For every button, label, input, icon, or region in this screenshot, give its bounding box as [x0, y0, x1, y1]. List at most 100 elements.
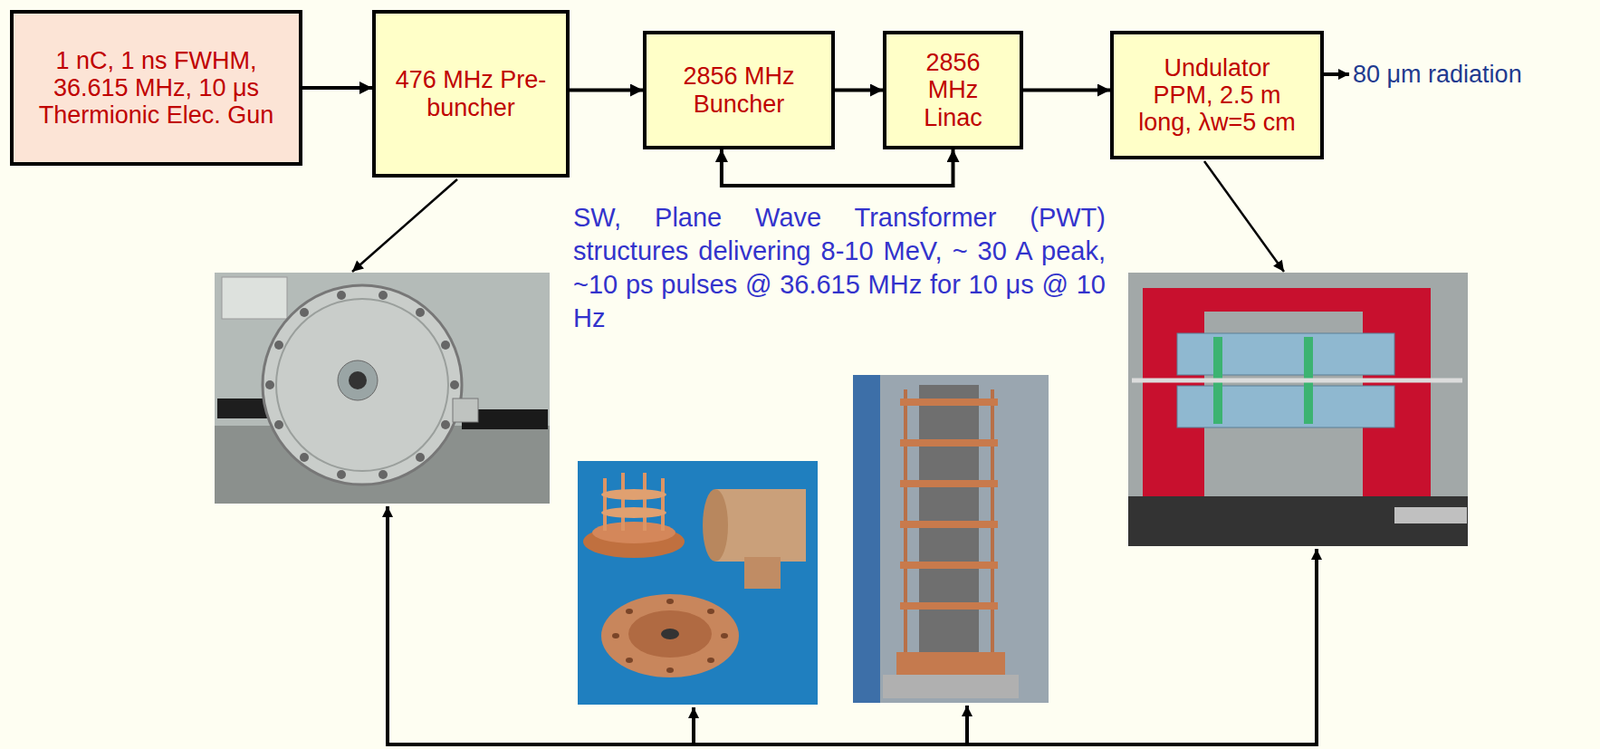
undulator-photo	[1142, 287, 1431, 312]
text-wrap: 2856 MHz Buncher	[653, 62, 824, 117]
undulator-photo	[1394, 507, 1467, 524]
pwt-parts-photo	[603, 478, 607, 531]
feed-bus	[1314, 548, 1319, 745]
box-label: 2856 MHz Linac	[902, 48, 1004, 132]
connector-arrow	[721, 149, 954, 186]
pwt-parts-photo	[601, 594, 739, 678]
buncher-box: 2856 MHz Buncher	[642, 30, 835, 150]
pwt-stack-photo	[896, 651, 1006, 675]
prebuncher-photo	[221, 277, 288, 319]
box-label: 476 MHz Pre-buncher	[383, 66, 559, 121]
box-label: 2856 MHz Buncher	[653, 62, 824, 117]
pwt-stack-photo	[900, 398, 998, 610]
pwt-parts-photo	[612, 598, 729, 673]
pwt-parts-photo	[707, 657, 715, 663]
undulator-photo	[1177, 333, 1395, 375]
undulator-photo	[1131, 378, 1463, 384]
pwt-parts-photo	[707, 608, 715, 614]
pwt-parts-photo	[577, 460, 818, 705]
description-text: SW, Plane Wave Transformer (PWT) structu…	[573, 201, 1106, 336]
connector-arrow	[302, 86, 373, 90]
gun-box: 1 nC, 1 ns FWHM, 36.615 MHz, 10 μs Therm…	[9, 9, 303, 166]
prebuncher-photo	[276, 298, 449, 471]
pwt-parts-photo	[666, 598, 674, 604]
pwt-stack-photo	[900, 602, 998, 610]
prebuncher-photo	[336, 469, 346, 480]
feed-bus	[965, 705, 969, 745]
leader-line	[352, 179, 458, 272]
prebuncher-photo	[265, 380, 275, 390]
prebuncher-photo	[262, 285, 462, 485]
undulator-photo	[1128, 496, 1468, 547]
text-wrap: 476 MHz Pre-buncher	[383, 66, 559, 121]
prebuncher-photo	[440, 420, 451, 430]
prebuncher-photo	[378, 290, 388, 300]
pwt-stack-photo	[900, 398, 998, 406]
undulator-photo	[1128, 272, 1468, 547]
output-arrow	[1323, 72, 1350, 77]
pwt-parts-photo	[744, 556, 781, 589]
pwt-stack-photo	[900, 520, 998, 528]
prebuncher-photo	[214, 272, 550, 504]
undulator-photo	[1128, 272, 1468, 547]
pwt-stack-photo	[900, 561, 998, 569]
pwt-parts-photo	[702, 488, 729, 562]
prebuncher-photo	[378, 469, 388, 480]
pwt-stack-photo	[882, 674, 1019, 699]
pwt-parts-photo	[601, 507, 667, 518]
prebuncher-photo	[299, 307, 309, 317]
pwt-parts-photo	[661, 478, 665, 531]
prebuncher-photo	[274, 340, 284, 350]
undulator-photo	[1177, 385, 1395, 428]
pwt-parts-photo	[661, 628, 680, 640]
output-arrow	[1323, 72, 1350, 77]
pwt-parts-photo	[625, 608, 633, 614]
feed-bus	[691, 707, 696, 745]
connector-arrow	[834, 88, 883, 93]
pwt-stack-photo	[900, 439, 998, 447]
pwt-stack-photo	[852, 374, 1049, 703]
pwt-parts-photo	[715, 488, 806, 562]
feed-bus	[385, 506, 1319, 745]
prebuncher-box: 476 MHz Pre-buncher	[372, 9, 570, 178]
prebuncher-photo	[415, 307, 425, 317]
prebuncher-photo	[415, 452, 425, 462]
prebuncher-photo	[336, 290, 346, 300]
pwt-parts-photo	[666, 667, 674, 673]
prebuncher-photo	[265, 290, 460, 480]
text-wrap: Undulator PPM, 2.5 m long, λw=5 cm	[1135, 54, 1299, 137]
output-label: 80 μm radiation	[1352, 58, 1523, 90]
box-label: 1 nC, 1 ns FWHM, 36.615 MHz, 10 μs Therm…	[22, 47, 290, 130]
pwt-parts-photo	[612, 632, 620, 639]
leader-line	[1204, 161, 1284, 272]
text-wrap: 1 nC, 1 ns FWHM, 36.615 MHz, 10 μs Therm…	[22, 47, 290, 130]
pwt-stack-photo	[852, 374, 1049, 703]
text-wrap: 2856 MHz Linac	[902, 48, 1004, 132]
feed-bus	[385, 742, 1319, 747]
prebuncher-photo	[348, 371, 367, 390]
pwt-parts-photo	[720, 632, 729, 639]
undulator-box: Undulator PPM, 2.5 m long, λw=5 cm	[1110, 30, 1324, 160]
prebuncher-photo	[450, 380, 460, 390]
linac-box: 2856 MHz Linac	[882, 30, 1024, 150]
pwt-parts-photo	[628, 610, 712, 658]
pwt-parts-photo	[577, 460, 818, 705]
connector-arrow	[569, 88, 643, 93]
prebuncher-photo	[440, 340, 451, 350]
pwt-parts-photo	[642, 472, 647, 531]
pwt-stack-photo	[900, 479, 998, 488]
prebuncher-photo	[299, 452, 309, 462]
box-label: Undulator PPM, 2.5 m long, λw=5 cm	[1135, 54, 1299, 137]
prebuncher-photo	[452, 398, 479, 422]
pwt-parts-photo	[601, 488, 667, 500]
connector-arrow	[1023, 88, 1111, 93]
prebuncher-photo	[337, 360, 378, 401]
pwt-parts-photo	[604, 472, 663, 531]
pwt-stack-photo	[852, 374, 881, 703]
prebuncher-photo	[214, 272, 550, 504]
prebuncher-photo	[274, 420, 284, 430]
pwt-parts-photo	[621, 472, 625, 531]
pwt-parts-photo	[625, 657, 633, 663]
